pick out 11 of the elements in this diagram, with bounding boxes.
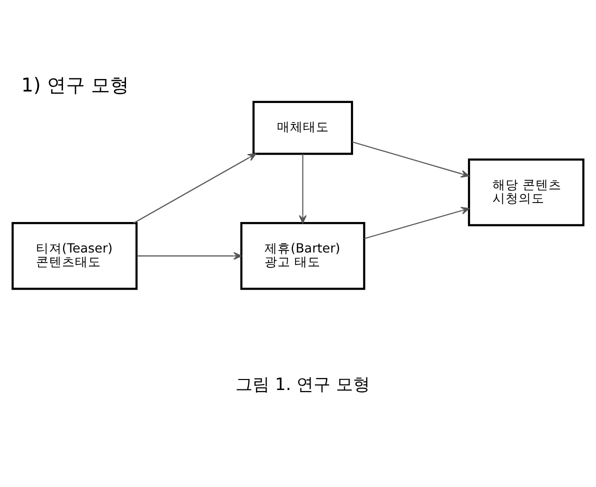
node-box: 티져(Teaser) 콘텐츠태도 bbox=[12, 222, 138, 290]
arrow bbox=[136, 252, 242, 260]
node-box: 매체태도 bbox=[252, 100, 354, 155]
arrow bbox=[298, 154, 307, 224]
caption: 그림 1. 연구 모형 bbox=[236, 374, 370, 394]
arrow bbox=[133, 153, 256, 224]
diagram-title: 1) 연구 모형 bbox=[21, 74, 129, 97]
arrow bbox=[352, 141, 470, 178]
node-box: 제휴(Barter) 광고 태도 bbox=[240, 222, 366, 290]
node-box: 해당 콘텐츠 시청의도 bbox=[468, 158, 584, 226]
arrow bbox=[364, 206, 470, 240]
